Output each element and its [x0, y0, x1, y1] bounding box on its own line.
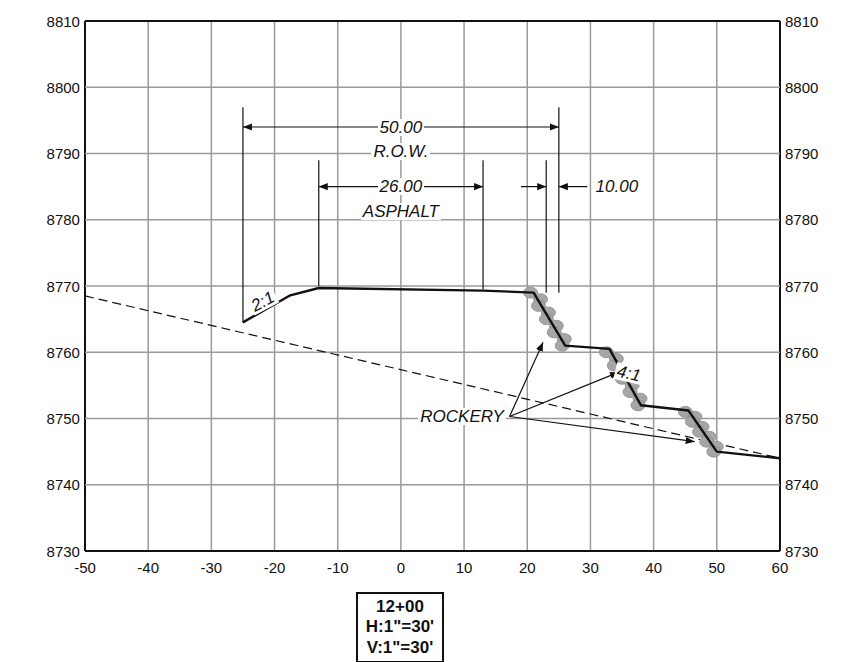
extension-line	[318, 160, 319, 286]
axis-label: 8760	[47, 345, 80, 360]
existing-ground	[85, 296, 780, 458]
axis-label: 8790	[47, 146, 80, 161]
dimension-line	[521, 186, 546, 187]
axis-label: 40	[645, 560, 662, 575]
axis-label: 8800	[47, 80, 80, 95]
dimension-label: 26.00	[378, 178, 425, 195]
axis-label: 8810	[785, 14, 818, 29]
section-lines	[85, 107, 780, 458]
axis-label: -40	[137, 560, 159, 575]
extension-line	[242, 107, 243, 322]
station-box: 12+00H:1"=30'V:1"=30'	[356, 592, 444, 662]
grid-line	[85, 550, 780, 552]
axis-label: -50	[74, 560, 96, 575]
axis-label: 8730	[785, 544, 818, 559]
axis-label: 20	[519, 560, 536, 575]
axis-label: 60	[772, 560, 789, 575]
axis-label: 8750	[785, 411, 818, 426]
axis-label: 8740	[785, 477, 818, 492]
grid-line	[85, 153, 780, 155]
axis-label: -10	[327, 560, 349, 575]
grid-line	[85, 484, 780, 486]
axis-label: -20	[264, 560, 286, 575]
axis-label: 8780	[785, 212, 818, 227]
grid-line	[85, 352, 780, 354]
leader-line	[510, 417, 695, 442]
extension-line	[558, 107, 559, 293]
axis-label: 8730	[47, 544, 80, 559]
leader-line	[510, 372, 619, 416]
axis-label: 8800	[785, 80, 818, 95]
axis-label: 30	[582, 560, 599, 575]
axis-label: -30	[201, 560, 223, 575]
axis-label: 8790	[785, 146, 818, 161]
dimension-label: R.O.W.	[371, 143, 430, 160]
scale-note: H:1"=30'	[366, 617, 434, 637]
scale-note: V:1"=30'	[366, 638, 434, 658]
axis-label: 8810	[47, 14, 80, 29]
axis-label: 0	[397, 560, 405, 575]
dimension-label: 10.00	[594, 178, 641, 195]
axis-label: 8740	[47, 477, 80, 492]
axis-label: 50	[709, 560, 726, 575]
road-section	[243, 288, 780, 458]
station-number: 12+00	[366, 597, 434, 617]
axis-label: 8770	[785, 279, 818, 294]
extension-line	[482, 160, 483, 289]
axis-label: 8770	[47, 279, 80, 294]
dimension-label: ROCKERY	[418, 408, 505, 425]
extension-line	[546, 160, 547, 293]
dimension-label: 50.00	[378, 119, 425, 136]
axis-label: 8760	[785, 345, 818, 360]
grid-line	[85, 285, 780, 287]
grid-line	[85, 20, 780, 22]
axis-label: 10	[456, 560, 473, 575]
grid	[85, 21, 780, 551]
dimension-line	[559, 186, 587, 187]
dimension-label: ASPHALT	[361, 203, 441, 220]
axis-label: 8750	[47, 411, 80, 426]
grid-line	[85, 87, 780, 89]
axis-label: 8780	[47, 212, 80, 227]
